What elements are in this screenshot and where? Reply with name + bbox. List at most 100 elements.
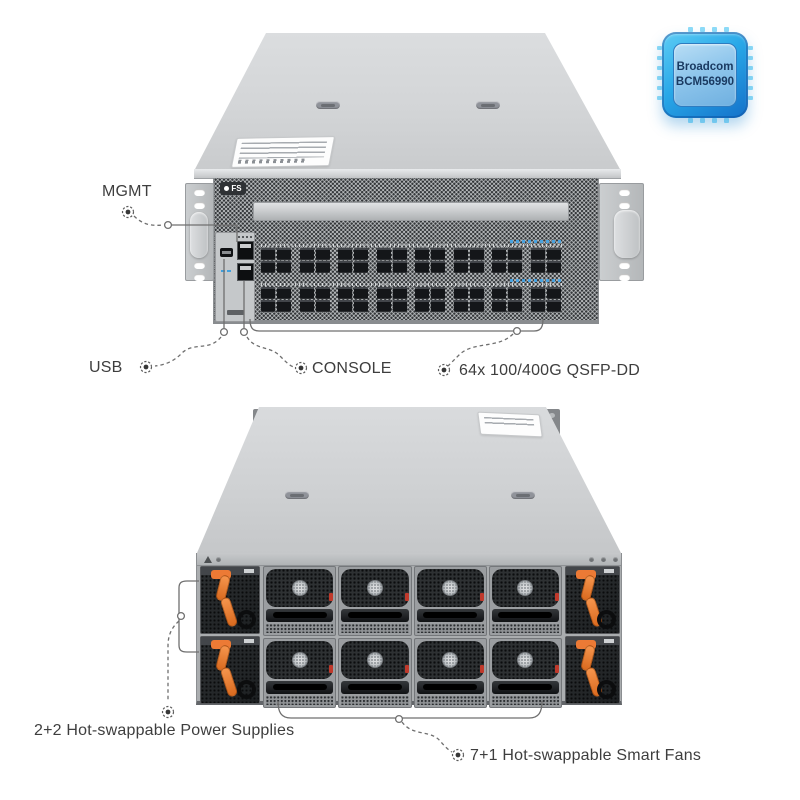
callout-dash-usb <box>154 336 222 367</box>
psu-handle-hook <box>211 570 231 579</box>
fan-hub <box>442 580 459 596</box>
qsfp-port-group <box>415 300 445 312</box>
fan-grille <box>341 641 409 679</box>
qsfp-port <box>431 248 445 260</box>
fan-handle <box>266 681 334 694</box>
rear-top-cover <box>197 407 621 553</box>
fan-grille <box>341 569 409 607</box>
chip-pin <box>657 96 662 100</box>
screw <box>216 557 221 562</box>
port-number-strip <box>261 244 562 247</box>
mounting-hole <box>619 202 630 209</box>
fan-module <box>413 566 487 636</box>
qsfp-port <box>376 287 391 299</box>
fs-logo: FS <box>220 182 246 195</box>
cover-latch <box>285 491 309 499</box>
qsfp-port <box>415 261 429 273</box>
chassis-handle-right <box>614 210 640 258</box>
rear-panel <box>196 553 622 708</box>
psu-col-left <box>200 566 260 704</box>
status-leds <box>238 236 254 238</box>
psu-handle <box>219 596 239 628</box>
port-number-strip <box>261 283 562 286</box>
chip-pin <box>657 76 662 80</box>
screw <box>589 557 594 562</box>
chip-pin <box>700 27 705 32</box>
qsfp-port <box>492 261 506 273</box>
qsfp-port <box>392 300 407 312</box>
qsfp-port <box>492 248 506 260</box>
qsfp-port <box>431 261 445 273</box>
qsfp-port-group <box>299 248 330 260</box>
psu-module <box>200 636 260 704</box>
chip-pin <box>748 96 753 100</box>
chip-pin <box>724 118 729 123</box>
fan-latch <box>329 665 334 673</box>
chip-pin <box>724 27 729 32</box>
chassis-handle-left <box>190 212 208 258</box>
fan-latch <box>329 593 334 601</box>
usb-port <box>220 248 233 257</box>
callout-connector <box>512 326 522 336</box>
fan-grille <box>416 569 484 607</box>
qsfp-port <box>261 287 275 299</box>
fan-handle <box>491 609 559 622</box>
psu-cable <box>234 677 259 702</box>
fan-hub <box>442 652 459 668</box>
qsfp-port <box>354 300 368 312</box>
qsfp-port-group <box>530 287 561 299</box>
sticker-text-lines <box>238 141 328 159</box>
qsfp-port <box>299 300 314 312</box>
mounting-hole <box>194 189 205 196</box>
qsfp-port <box>415 287 429 299</box>
fan-handle <box>341 681 409 694</box>
qsfp-port-row <box>261 300 562 312</box>
fan-latch <box>404 593 409 601</box>
qsfp-port <box>469 287 484 299</box>
qsfp-port-group <box>415 287 445 299</box>
psu-cable <box>234 607 259 632</box>
usb-leds <box>221 270 232 272</box>
chip-pin <box>657 56 662 60</box>
psu-module <box>565 636 620 704</box>
qsfp-port <box>530 300 545 312</box>
fan-handle <box>341 609 409 622</box>
qsfp-port-group <box>376 248 407 260</box>
fan-hub <box>366 652 383 668</box>
qsfp-port <box>315 287 330 299</box>
psu-module <box>200 566 260 634</box>
air-intake-band <box>253 202 569 221</box>
qsfp-port-group <box>492 248 522 260</box>
qsfp-port <box>469 261 484 273</box>
callout-marker-psu <box>161 705 175 719</box>
port-numbers-blue <box>510 240 562 243</box>
fan-grille <box>491 641 559 679</box>
mounting-hole <box>619 189 630 196</box>
cover-latch <box>511 491 535 499</box>
cover-latch <box>476 101 500 109</box>
qsfp-port <box>530 261 545 273</box>
rear-top-strip <box>197 553 621 566</box>
qsfp-port <box>277 300 291 312</box>
psu-sticker <box>604 639 614 643</box>
qsfp-port <box>530 248 545 260</box>
qsfp-port <box>354 261 368 273</box>
callout-marker-usb <box>139 360 153 374</box>
fan-hub <box>517 652 534 668</box>
qsfp-port-group <box>415 248 445 260</box>
psu-sticker <box>244 569 254 573</box>
qsfp-port <box>376 248 391 260</box>
fan-vent <box>266 624 334 633</box>
psu-handle-hook <box>576 570 596 579</box>
sticker-cert-marks <box>237 158 308 164</box>
callout-dash-mgmt <box>133 215 164 226</box>
qsfp-port-group <box>261 248 291 260</box>
console-port <box>237 263 254 281</box>
qsfp-port <box>453 300 468 312</box>
fan-hub <box>291 580 308 596</box>
fan-handle <box>416 609 484 622</box>
qsfp-port-group <box>492 300 522 312</box>
qsfp-port <box>299 248 314 260</box>
fan-grille <box>416 641 484 679</box>
qsfp-port <box>415 248 429 260</box>
